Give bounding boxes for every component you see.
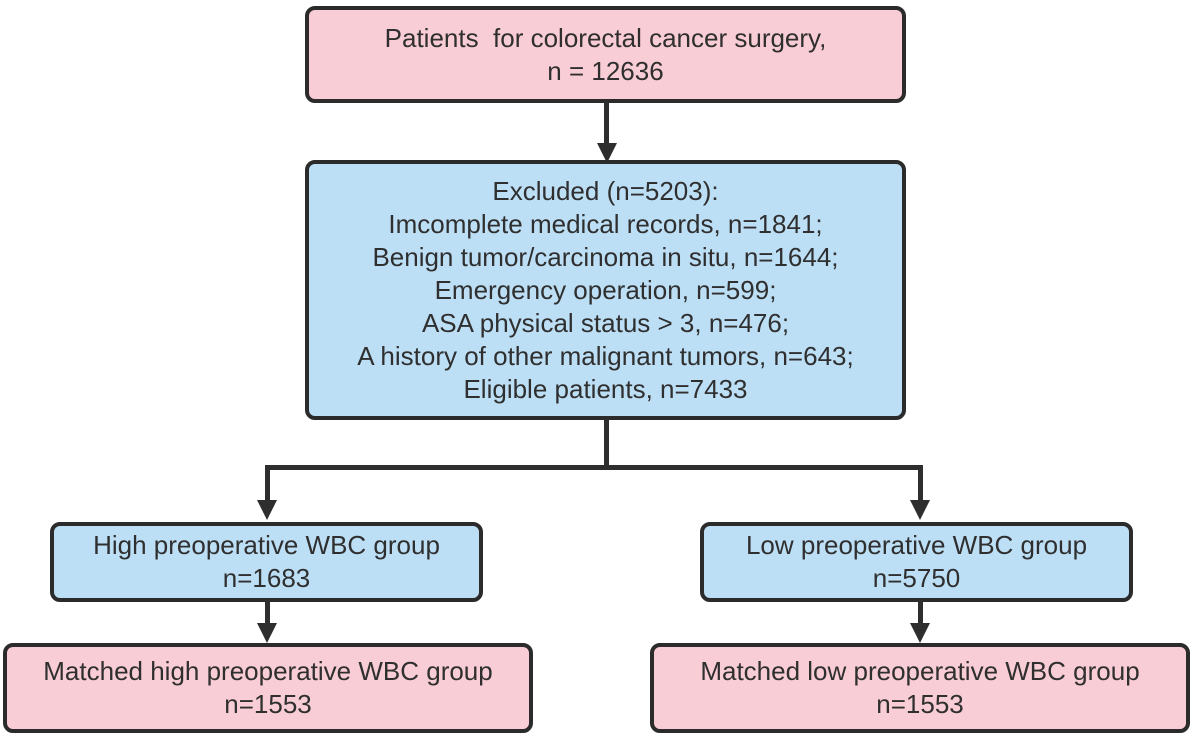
box-high-wbc-group: High preoperative WBC group n=1683 [50,522,483,602]
connector-split-horizontal [265,465,923,470]
arrow-low-to-matched-arrowhead-icon [910,623,930,643]
arrow-to-high-wbc-arrowhead-icon [257,500,277,520]
arrow-high-to-matched-line [265,600,270,626]
box-patients-total: Patients for colorectal cancer surgery, … [305,6,906,103]
arrow-to-low-wbc-arrowhead-icon [910,500,930,520]
box-matched-high-wbc-group-text: Matched high preoperative WBC group n=15… [43,656,493,719]
box-excluded: Excluded (n=5203): Imcomplete medical re… [305,160,906,420]
box-patients-total-text: Patients for colorectal cancer surgery, … [384,22,827,86]
box-low-wbc-group: Low preoperative WBC group n=5750 [700,522,1133,602]
arrow-patients-to-excluded-arrowhead-icon [597,143,617,163]
arrow-to-high-wbc-line [265,465,270,502]
box-high-wbc-group-text: High preoperative WBC group n=1683 [93,530,440,593]
connector-split-stem [604,418,609,470]
box-matched-high-wbc-group: Matched high preoperative WBC group n=15… [3,643,533,733]
arrow-low-to-matched-line [918,600,923,626]
box-matched-low-wbc-group: Matched low preoperative WBC group n=155… [650,643,1190,733]
arrow-high-to-matched-arrowhead-icon [257,623,277,643]
box-low-wbc-group-text: Low preoperative WBC group n=5750 [745,530,1088,593]
box-matched-low-wbc-group-text: Matched low preoperative WBC group n=155… [700,656,1140,719]
arrow-to-low-wbc-line [918,465,923,502]
box-excluded-text: Excluded (n=5203): Imcomplete medical re… [357,175,854,404]
arrow-patients-to-excluded-line [604,101,609,145]
